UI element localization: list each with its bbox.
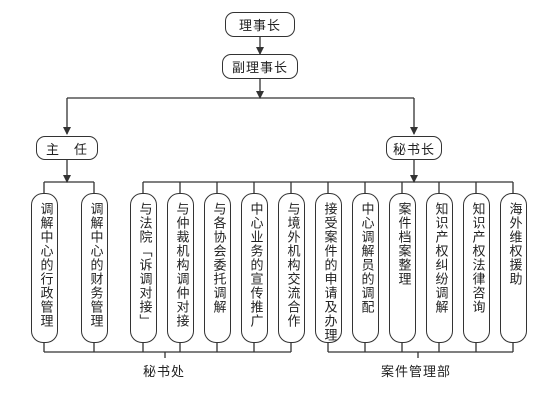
chairman-box: 理事长 [225,12,295,37]
unit-label: 调解中心的行政管理 [37,202,53,328]
unit-ip-legal-consult: 知识产权法律咨询 [463,193,490,343]
unit-mediator-dispatch: 中心调解员的调配 [352,193,379,343]
vice-chairman-label: 副理事长 [231,61,288,76]
unit-label: 中心业务的宣传推广 [247,202,263,328]
unit-promotion: 中心业务的宣传推广 [241,193,268,343]
unit-case-intake: 接受案件的申请及办理 [315,193,342,343]
unit-court-mediation: 与法院「诉调对接」 [130,193,157,343]
unit-arbitration: 与仲裁机构调仲对接 [167,193,194,343]
secretariat-label: 秘书处 [143,365,186,380]
unit-label: 与各协会委托调解 [210,202,226,314]
unit-label: 与境外机构交流合作 [284,202,300,328]
unit-label: 中心调解员的调配 [358,202,374,314]
unit-overseas-exchange: 与境外机构交流合作 [278,193,305,343]
unit-label: 海外维权援助 [506,202,522,286]
unit-label: 与法院「诉调对接」 [136,202,152,328]
unit-label: 接受案件的申请及办理 [321,202,337,342]
director-box: 主 任 [36,136,98,160]
secretary-general-box: 秘书长 [386,136,442,160]
unit-label: 知识产权法律咨询 [469,202,485,314]
unit-finance-management: 调解中心的财务管理 [81,193,108,343]
unit-label: 案件档案整理 [395,202,411,286]
chairman-label: 理事长 [238,19,281,34]
case-dept-label: 案件管理部 [381,365,452,380]
secretary-general-label: 秘书长 [392,142,435,158]
unit-overseas-rights: 海外维权援助 [500,193,527,343]
unit-association-mediation: 与各协会委托调解 [204,193,231,343]
unit-label: 调解中心的财务管理 [87,202,103,328]
unit-admin-management: 调解中心的行政管理 [31,193,58,343]
unit-label: 知识产权纠纷调解 [432,202,448,314]
vice-chairman-box: 副理事长 [222,54,298,79]
unit-ip-dispute-mediation: 知识产权纠纷调解 [426,193,453,343]
unit-label: 与仲裁机构调仲对接 [173,202,189,328]
unit-case-archive: 案件档案整理 [389,193,416,343]
director-label: 主 任 [45,142,88,158]
